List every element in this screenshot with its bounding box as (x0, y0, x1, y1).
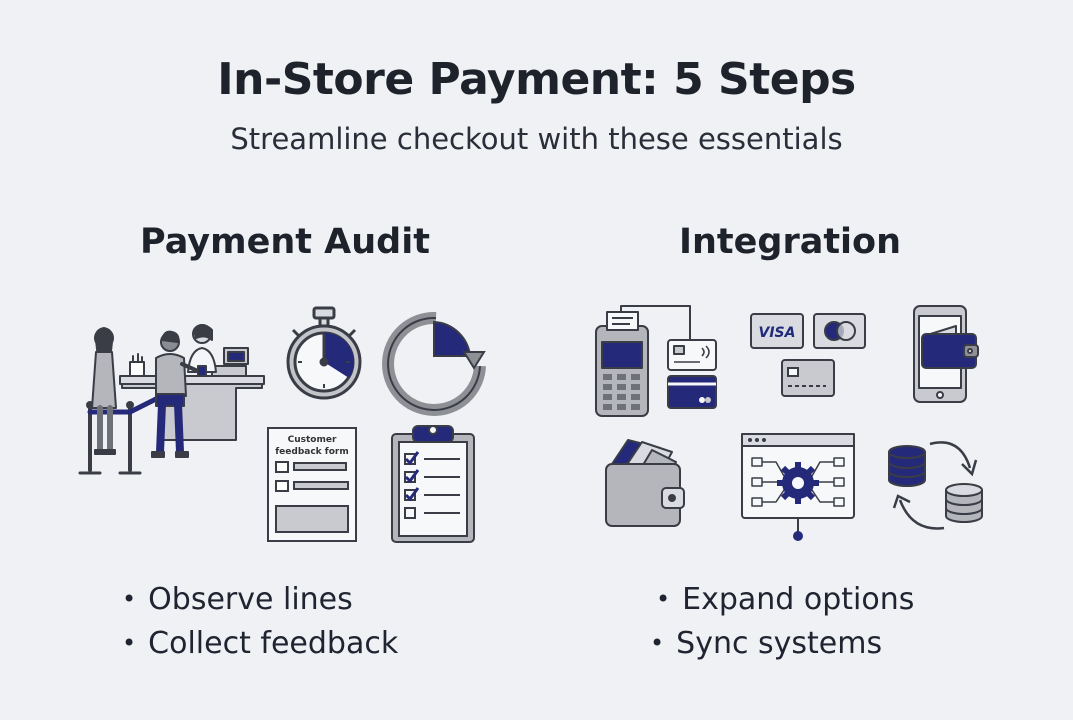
page-title: In-Store Payment: 5 Steps (217, 54, 856, 105)
clock-cycle-icon (382, 311, 486, 416)
stopwatch-icon (286, 306, 362, 400)
page-subtitle: Streamline checkout with these essential… (230, 122, 843, 156)
form-label-line2: feedback form (275, 447, 348, 457)
audit-bullet-list: Observe lines Collect feedback (122, 578, 398, 666)
integration-bullet-sync-systems: Sync systems (650, 622, 914, 666)
feedback-form-icon: Customer feedback form (267, 427, 357, 542)
payment-terminal-icon (595, 305, 717, 417)
integration-bullet-expand-options: Expand options (650, 578, 914, 622)
database-sync-icon (888, 441, 983, 530)
integration-section-heading: Integration (678, 222, 902, 262)
audit-bullet-observe-lines: Observe lines (122, 578, 398, 622)
mobile-wallet-icon (913, 305, 979, 403)
checkout-queue-illustration (78, 324, 265, 475)
visa-label: VISA (759, 325, 796, 341)
integration-bullet-list: Expand options Sync systems (650, 578, 914, 666)
wallet-cards-icon (605, 439, 685, 527)
audit-bullet-collect-feedback: Collect feedback (122, 622, 398, 666)
checklist-clipboard-icon (391, 425, 475, 543)
system-integration-icon (741, 433, 855, 541)
audit-section-heading: Payment Audit (140, 222, 430, 262)
card-brands-icon: VISA (750, 313, 866, 397)
form-label-line1: Customer (288, 435, 337, 445)
